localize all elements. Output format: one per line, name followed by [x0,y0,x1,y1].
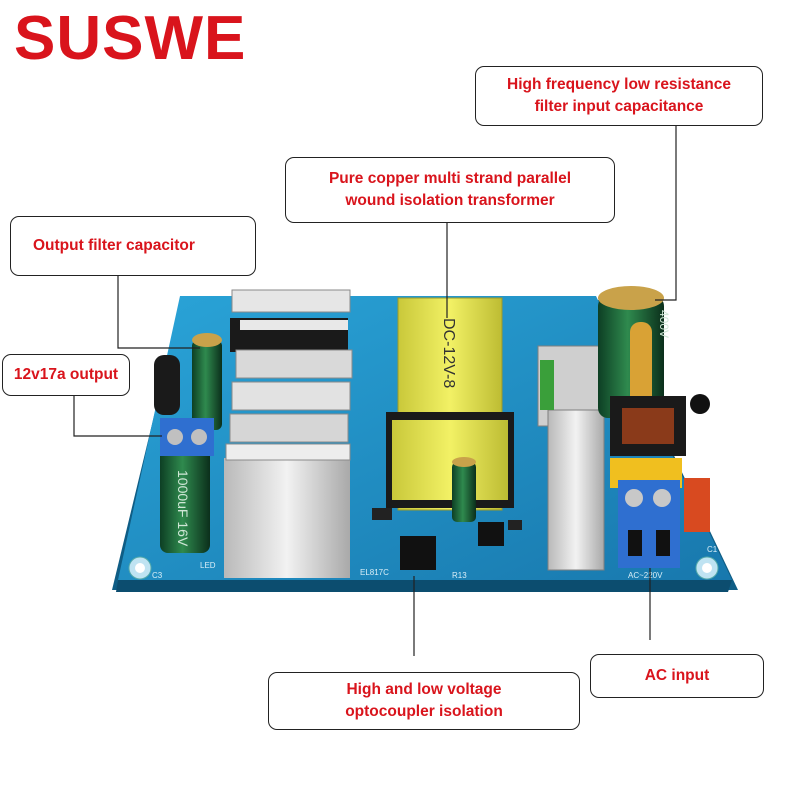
small-components: EL817C R13 LED C3 [152,457,522,580]
callout-input-capacitance-line2: filter input capacitance [534,98,704,115]
transformer-marking: DC-12V-8 [440,318,457,388]
output-cap-marking: 1000uF 16V [175,470,191,547]
callout-optocoupler-line1: High and low voltage [346,681,502,698]
ac-input-terminal: AC~220V C1 [610,458,718,580]
input-capacitor: 400V [598,286,671,418]
callout-ac-input: AC input [590,654,764,698]
optocoupler-marking: EL817C [360,568,389,577]
callout-ac-input-line1: AC input [644,667,710,684]
input-cap-marking: 400V [657,310,671,338]
common-mode-choke [610,394,710,456]
callout-output-capacitor-line1: Output filter capacitor [33,237,195,254]
r13-marking: R13 [452,571,467,580]
isolation-transformer: DC-12V-8 [386,297,514,511]
callout-output: 12v17a output [2,354,130,396]
ac-marking: AC~220V [628,571,663,580]
callout-transformer-line2: wound isolation transformer [345,192,555,209]
callout-input-capacitance-line1: High frequency low resistance [507,76,731,93]
callout-optocoupler-line2: optocoupler isolation [345,703,503,720]
callout-transformer: Pure copper multi strand parallel wound … [285,157,615,223]
right-heatsink [537,345,605,571]
callout-output-line1: 12v17a output [13,366,119,383]
c1-marking: C1 [707,545,718,554]
c3-marking: C3 [152,571,163,580]
callout-input-capacitance: High frequency low resistance filter inp… [475,66,763,126]
left-heatsink [224,289,353,578]
output-terminal-block [160,418,214,456]
callout-transformer-line1: Pure copper multi strand parallel [328,170,572,187]
leader-lines [73,126,677,656]
led-marking: LED [200,561,216,570]
brand-logo: SUSWE [14,4,247,73]
callout-optocoupler: High and low voltage optocoupler isolati… [268,672,580,730]
callout-output-capacitor: Output filter capacitor [10,216,256,276]
